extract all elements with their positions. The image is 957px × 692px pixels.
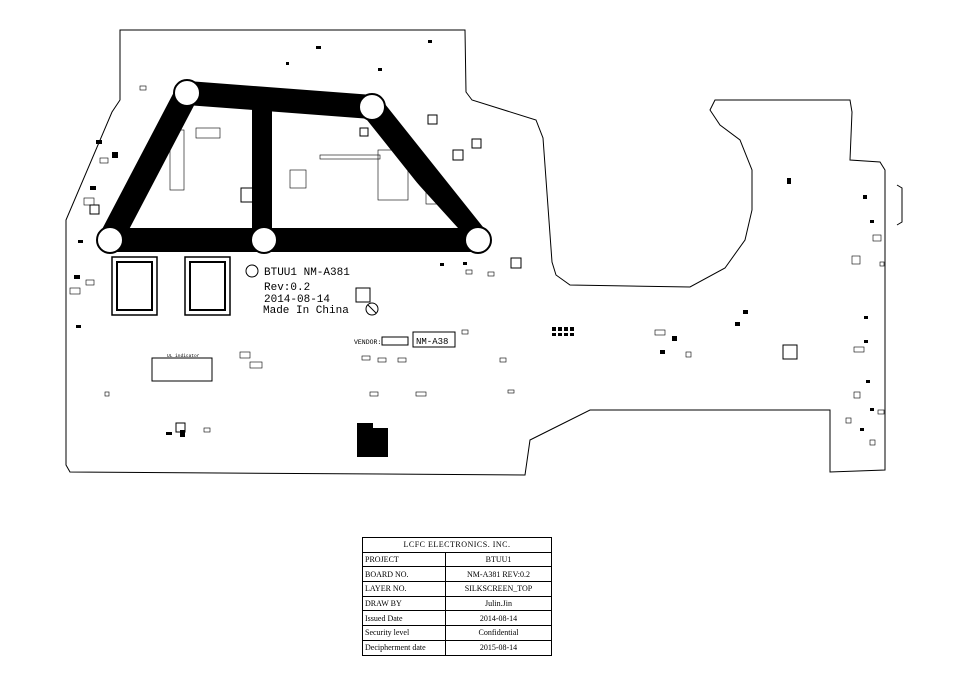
ul-indicator-box	[151, 357, 213, 382]
ul-indicator-label: UL indicator	[167, 353, 200, 359]
title-block-row: PROJECT BTUU1	[362, 551, 552, 568]
small-component-outlines	[69, 85, 885, 446]
main-board-outline	[65, 29, 886, 476]
mount-hole-4	[250, 226, 278, 254]
component-square-8	[471, 138, 482, 149]
component-square-3	[355, 287, 371, 303]
vendor-blank-box	[381, 336, 409, 346]
title-block-row: Decipherment date 2015-08-14	[362, 639, 552, 656]
row-value: Confidential	[445, 625, 552, 641]
title-block-row: Issued Date 2014-08-14	[362, 610, 552, 627]
row-value: 2015-08-14	[445, 639, 552, 656]
row-value: Julin.Jin	[445, 595, 552, 612]
mount-hole-3	[96, 226, 124, 254]
component-square-4	[510, 257, 522, 269]
title-block-row: DRAW BY Julin.Jin	[362, 595, 552, 612]
component-square-9	[89, 204, 100, 215]
mount-hole-2	[358, 93, 386, 121]
row-key: DRAW BY	[362, 595, 446, 612]
component-square-10	[359, 127, 369, 137]
vendor-model-text: NM-A38	[416, 337, 448, 347]
row-key: Decipherment date	[362, 639, 446, 656]
row-key: PROJECT	[362, 551, 446, 568]
title-block-header-row: LCFC ELECTRONICS. INC.	[362, 537, 552, 553]
vendor-model-box	[412, 331, 456, 348]
company-name: LCFC ELECTRONICS. INC.	[362, 537, 552, 553]
inductor-block-2	[184, 256, 231, 316]
title-block-row: LAYER NO. SILKSCREEN_TOP	[362, 581, 552, 597]
black-pad	[357, 423, 388, 457]
row-value: 2014-08-14	[445, 610, 552, 627]
row-key: Issued Date	[362, 610, 446, 627]
logo-circle	[245, 264, 259, 278]
board-date-marking: 2014-08-14	[264, 294, 330, 306]
pb-free-symbol	[365, 302, 379, 316]
component-square-5	[452, 149, 464, 161]
board-origin-marking: Made In China	[263, 305, 349, 317]
component-square-7	[427, 114, 438, 125]
mount-hole-5	[464, 226, 492, 254]
row-value: SILKSCREEN_TOP	[445, 581, 552, 597]
row-value: NM-A381 REV:0.2	[445, 566, 552, 583]
row-key: BOARD NO.	[362, 566, 446, 583]
row-key: Security level	[362, 625, 446, 641]
board-project-marking: BTUU1 NM-A381	[264, 267, 350, 279]
title-block-row: BOARD NO. NM-A381 REV:0.2	[362, 566, 552, 583]
vendor-label: VENDOR:	[354, 339, 381, 346]
inductor-block-1	[111, 256, 158, 316]
title-block-row: Security level Confidential	[362, 625, 552, 641]
side-connector-notch	[896, 184, 903, 226]
component-square-2	[240, 187, 256, 203]
title-block: LCFC ELECTRONICS. INC. PROJECT BTUU1 BOA…	[362, 537, 552, 656]
heatsink-bracket	[96, 79, 492, 254]
board-rev-marking: Rev:0.2	[264, 282, 310, 294]
mount-hole-1	[173, 79, 201, 107]
row-value: BTUU1	[445, 551, 552, 568]
row-key: LAYER NO.	[362, 581, 446, 597]
component-square-1	[782, 344, 798, 360]
small-components	[74, 40, 874, 437]
